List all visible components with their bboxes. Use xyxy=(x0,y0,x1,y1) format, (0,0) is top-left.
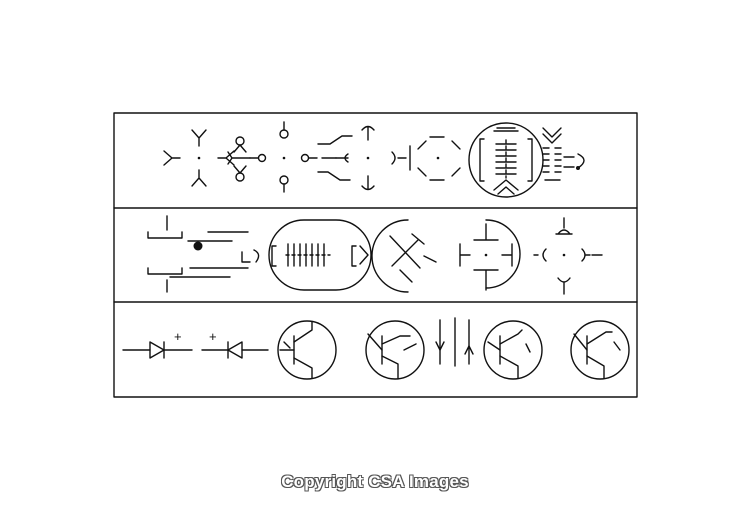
diode-reverse-symbol: + xyxy=(201,329,269,359)
cross-terminal-symbol xyxy=(459,219,521,291)
transistor-symbol xyxy=(483,320,543,380)
semiconductor-symbols-row: + + xyxy=(122,317,630,380)
ring-fork-symbol xyxy=(227,136,267,182)
diagram-frame xyxy=(113,112,638,398)
tube-grid-symbol xyxy=(468,122,544,198)
diode-plus-mark: + xyxy=(174,329,182,344)
four-fork-symbol xyxy=(163,129,235,187)
bracket-pair-symbol xyxy=(147,215,260,293)
dashed-square-symbol xyxy=(391,136,461,181)
arc-fork-symbol xyxy=(344,125,375,191)
terminal-cross-symbol xyxy=(279,121,318,193)
transistor-symbol xyxy=(277,320,337,380)
diode-forward-symbol: + xyxy=(122,329,193,359)
transistor-symbol xyxy=(365,320,425,380)
capsule-tube-symbol xyxy=(268,219,372,291)
transistor-symbol xyxy=(570,320,630,380)
diode-plus-mark: + xyxy=(209,329,217,344)
switch-contacts-symbol xyxy=(317,135,353,181)
valve-symbols-row-2 xyxy=(147,215,603,295)
crossed-half-circle-symbol xyxy=(371,219,437,293)
vertical-arrow-lines xyxy=(435,317,474,367)
stacked-grid-symbol xyxy=(542,127,585,181)
valve-symbols-row-1 xyxy=(163,121,585,198)
arc-terminals-symbol xyxy=(533,217,603,295)
copyright-watermark: Copyright CSA Images xyxy=(281,472,469,491)
